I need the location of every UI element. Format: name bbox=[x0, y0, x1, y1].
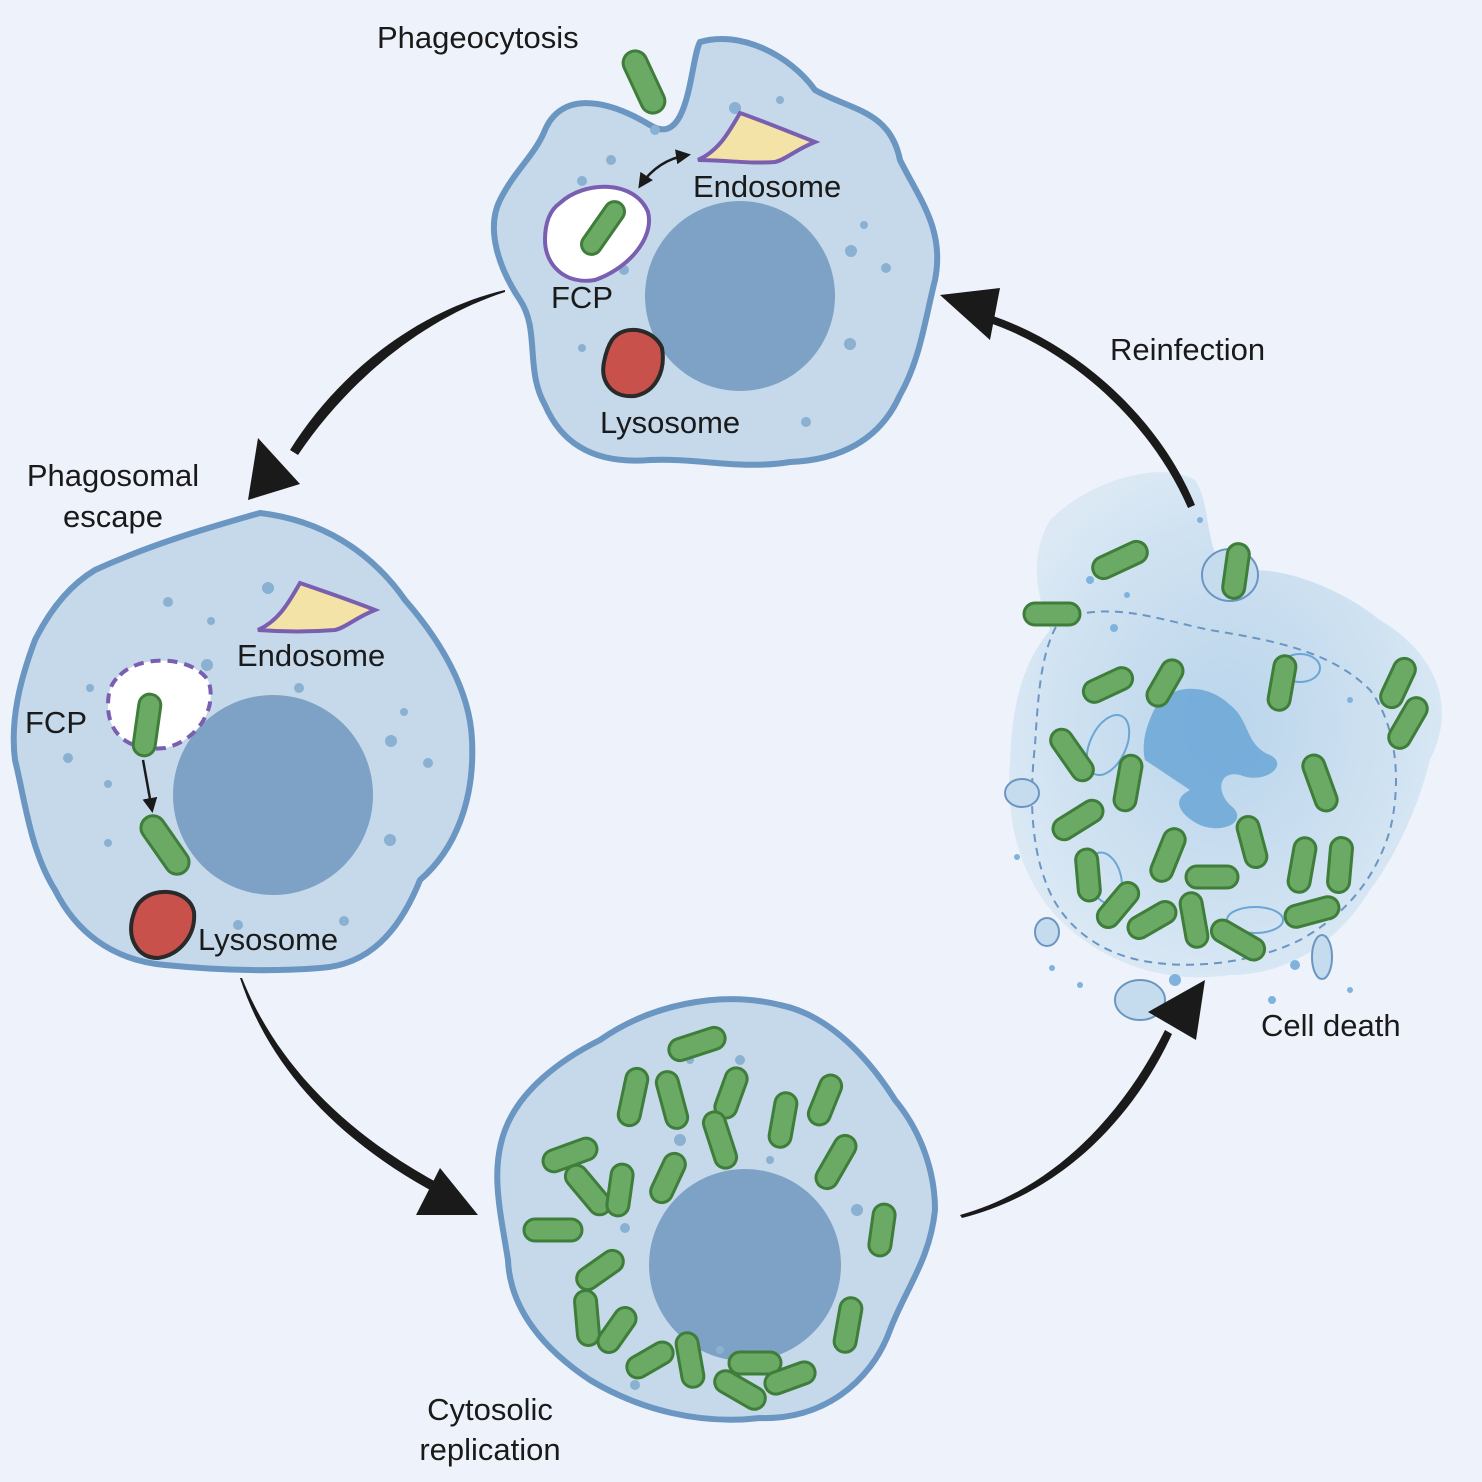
released-bacterium bbox=[1235, 815, 1269, 869]
released-bacterium bbox=[1145, 658, 1185, 708]
released-bacterium bbox=[1074, 847, 1102, 903]
label-phagocytosis: Phageocytosis bbox=[377, 20, 579, 55]
replicating-bacterium bbox=[654, 1070, 690, 1130]
replicating-bacterium bbox=[713, 1369, 767, 1411]
escape-bacterium-in-fcp bbox=[131, 692, 163, 758]
replicating-bacterium bbox=[573, 1289, 601, 1347]
label-endosome-top: Endosome bbox=[693, 169, 841, 204]
label-cytosolic-replication-line1: Cytosolic bbox=[427, 1392, 553, 1427]
arrow-replication-to-death-head bbox=[1148, 980, 1205, 1040]
label-cell-death: Cell death bbox=[1261, 1008, 1401, 1043]
escape-direction-arrow bbox=[141, 759, 158, 813]
label-fcp-top: FCP bbox=[551, 280, 613, 315]
released-bacterium bbox=[1283, 895, 1341, 929]
released-bacterium bbox=[1326, 836, 1354, 894]
released-bacterium bbox=[1178, 891, 1210, 949]
phagosomal-escape-cell bbox=[10, 509, 476, 974]
released-bacterium bbox=[1209, 918, 1267, 962]
escape-nucleus bbox=[173, 695, 373, 895]
phagocytosis-exchange-arrow bbox=[638, 149, 691, 189]
cell-death-cell bbox=[1004, 472, 1442, 1021]
replicating-bacterium bbox=[616, 1066, 650, 1128]
cell-death-bacteria bbox=[1022, 539, 1429, 962]
replicating-bacterium bbox=[806, 1073, 844, 1127]
label-lysosome-left: Lysosome bbox=[198, 922, 338, 957]
escape-lysosome-shape bbox=[129, 889, 197, 961]
cytosolic-replication-cell bbox=[494, 996, 939, 1423]
label-phagosomal-escape-line2: escape bbox=[63, 499, 163, 534]
replicating-bacterium bbox=[563, 1163, 613, 1217]
released-bacterium bbox=[1286, 836, 1318, 894]
phagocytosis-bacterium-in-fcp bbox=[580, 200, 626, 256]
arrow-escape-to-replication-head bbox=[416, 1168, 478, 1215]
replicating-bacterium bbox=[832, 1296, 864, 1354]
released-bacterium bbox=[1081, 666, 1135, 704]
label-endosome-left: Endosome bbox=[237, 638, 385, 673]
replicating-bacterium bbox=[814, 1133, 858, 1191]
released-bacterium bbox=[1379, 656, 1417, 710]
replicating-bacterium bbox=[674, 1331, 706, 1389]
escape-released-bacterium bbox=[139, 814, 191, 876]
label-reinfection: Reinfection bbox=[1110, 332, 1265, 367]
replicating-bacterium bbox=[701, 1110, 739, 1170]
phagocytosis-lysosome-shape bbox=[601, 328, 665, 399]
replication-bacteria bbox=[522, 1025, 897, 1411]
debris-particles bbox=[1014, 517, 1353, 1004]
released-bacterium bbox=[1022, 601, 1082, 627]
replicating-bacterium bbox=[867, 1202, 897, 1258]
released-bacterium bbox=[1051, 798, 1105, 842]
arrow-escape-to-replication bbox=[240, 978, 436, 1190]
released-bacterium bbox=[1091, 539, 1149, 581]
phagocytosis-incoming-bacterium bbox=[621, 49, 667, 115]
dying-cell-membrane bbox=[1031, 610, 1397, 966]
phagocytosis-granules bbox=[577, 96, 891, 427]
released-bacterium bbox=[1149, 827, 1187, 883]
escape-granules bbox=[63, 582, 433, 930]
escape-endosome-shape bbox=[257, 580, 381, 634]
label-phagosomal-escape-line1: Phagosomal bbox=[27, 458, 199, 493]
released-bacterium bbox=[1095, 881, 1141, 929]
released-bacterium bbox=[1126, 900, 1178, 940]
released-bacterium bbox=[1049, 727, 1095, 783]
phagocytosis-endosome-shape bbox=[697, 110, 821, 165]
replicating-bacterium bbox=[522, 1217, 584, 1243]
released-bacterium bbox=[1112, 753, 1144, 813]
replicating-bacterium bbox=[727, 1350, 783, 1376]
replicating-bacterium bbox=[763, 1360, 817, 1396]
label-cytosolic-replication-line2: replication bbox=[419, 1432, 560, 1467]
phagocytosis-cell bbox=[490, 35, 941, 468]
label-lysosome-top: Lysosome bbox=[600, 405, 740, 440]
arrow-replication-to-death bbox=[960, 1030, 1172, 1218]
cycle-arrows bbox=[240, 288, 1205, 1218]
fragmented-nucleus bbox=[1143, 688, 1278, 829]
labels: Phageocytosis Endosome FCP Lysosome Phag… bbox=[25, 20, 1401, 1467]
replicating-bacterium bbox=[625, 1340, 675, 1380]
arrow-phagocytosis-to-escape bbox=[290, 290, 505, 455]
replicating-bacterium bbox=[767, 1091, 799, 1149]
arrow-death-to-reinfection-head bbox=[940, 288, 1000, 340]
released-bacterium bbox=[1266, 654, 1298, 712]
replicating-bacterium bbox=[649, 1151, 687, 1205]
released-bacterium bbox=[1387, 696, 1429, 750]
replication-nucleus bbox=[649, 1169, 841, 1361]
replicating-bacterium bbox=[605, 1162, 635, 1218]
arrow-phagocytosis-to-escape-head bbox=[248, 438, 300, 500]
phagocytosis-nucleus bbox=[645, 201, 835, 391]
label-fcp-left: FCP bbox=[25, 705, 87, 740]
released-bacterium bbox=[1184, 864, 1240, 890]
released-bacterium bbox=[1221, 542, 1251, 600]
replicating-bacterium bbox=[596, 1306, 638, 1354]
released-bacterium bbox=[1301, 753, 1339, 813]
replicating-bacterium bbox=[575, 1248, 625, 1292]
replicating-bacterium bbox=[667, 1025, 727, 1063]
